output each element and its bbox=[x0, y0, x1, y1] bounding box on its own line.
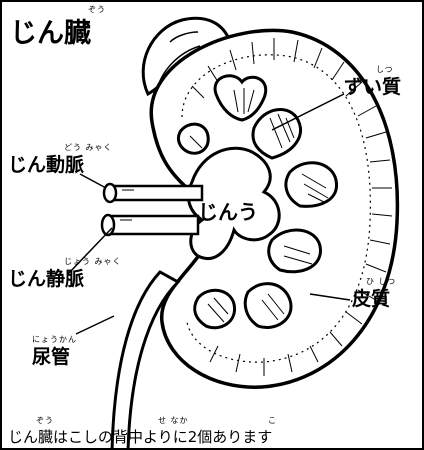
ureter-label: 尿管 bbox=[32, 348, 70, 367]
caption-ruby-zou: ぞう bbox=[36, 417, 54, 425]
caption-ruby-senaka: せ なか bbox=[158, 417, 189, 425]
renal-vessels bbox=[102, 184, 202, 235]
renal-vein-ruby: じょう みゃく bbox=[64, 258, 122, 266]
ureter-leader bbox=[76, 316, 114, 334]
caption: じん臓はこしの背中よりに2個あります bbox=[8, 430, 272, 445]
title-ruby: ぞう bbox=[88, 6, 106, 14]
renal-pelvis-label: じんう bbox=[198, 202, 258, 222]
renal-vein-label: じん静脈 bbox=[8, 270, 84, 289]
ureter-ruby: にょうかん bbox=[32, 336, 77, 344]
artery-leader bbox=[80, 174, 106, 188]
page-title: じん臓 bbox=[10, 20, 91, 47]
medulla-label: ずい質 bbox=[344, 78, 401, 97]
caption-ruby-ko: こ bbox=[268, 417, 277, 425]
cortex-label: 皮質 bbox=[352, 290, 390, 309]
medulla-ruby: しつ bbox=[376, 66, 394, 74]
cortex-ruby: ひ しつ bbox=[366, 278, 396, 286]
renal-artery-label: じん動脈 bbox=[8, 156, 84, 175]
renal-artery-ruby: どう みゃく bbox=[64, 144, 113, 152]
